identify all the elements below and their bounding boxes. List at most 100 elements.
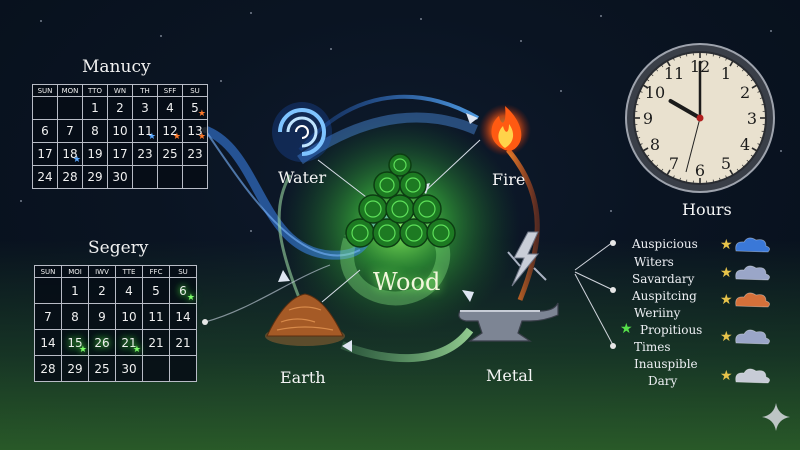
- legend-label: Weriiny: [634, 306, 681, 320]
- wood-to-fire-line: [419, 139, 481, 197]
- legend-line-2: [574, 271, 614, 291]
- clock-tick: [719, 55, 721, 59]
- calendar-day-cell[interactable]: 1: [61, 277, 89, 304]
- calendar-day-cell[interactable]: 17: [32, 142, 58, 166]
- star-cloud-icon: ★: [718, 288, 772, 316]
- calendar-day-cell[interactable]: [132, 165, 158, 189]
- calendar-day-cell[interactable]: 29: [82, 165, 108, 189]
- green-star-icon: ★: [186, 293, 195, 303]
- calendar-header-cell: SU: [169, 265, 197, 278]
- calendar-day-cell[interactable]: [157, 165, 183, 189]
- calendar-day-cell[interactable]: [32, 96, 58, 120]
- calendar-day-cell[interactable]: 30: [107, 165, 133, 189]
- calendar-header-cell: SU: [182, 84, 208, 97]
- calendar-day-cell[interactable]: 15★: [61, 329, 89, 356]
- calendar-day-cell[interactable]: 21: [142, 329, 170, 356]
- calendar2-title: Segery: [88, 238, 149, 258]
- calendar-day-cell[interactable]: 24: [32, 165, 58, 189]
- calendar-day-cell[interactable]: 9: [88, 303, 116, 330]
- green-star-icon: ★: [132, 345, 141, 355]
- clock-tick: [750, 78, 754, 82]
- sparkle-icon: [762, 403, 790, 431]
- calendar-day-cell[interactable]: 4: [115, 277, 143, 304]
- calendar-day-cell[interactable]: 6★: [169, 277, 197, 304]
- clock-tick: [679, 177, 681, 181]
- calendar-day-cell[interactable]: [182, 165, 208, 189]
- metal-label: Metal: [486, 366, 533, 385]
- lightning-icon: [507, 231, 547, 287]
- calendar-day-cell[interactable]: 5: [142, 277, 170, 304]
- clock-hour-hand: [668, 99, 702, 120]
- clock-tick: [725, 57, 728, 61]
- calendar-day-cell[interactable]: 18★: [57, 142, 83, 166]
- calendar-day-cell[interactable]: 7: [57, 119, 83, 143]
- calendar-day-cell[interactable]: 23: [182, 142, 208, 166]
- calendar2-to-wood-flow: [204, 264, 331, 323]
- calendar-day-cell[interactable]: 21: [169, 329, 197, 356]
- fire-star-icon: ★: [172, 132, 181, 142]
- calendar-day-cell[interactable]: 11: [142, 303, 170, 330]
- calendar-day-cell[interactable]: 17: [107, 142, 133, 166]
- calendar-header-cell: SUN: [32, 84, 58, 97]
- clock-numeral: 6: [695, 161, 705, 180]
- calendar-to-water-flow-2: [204, 129, 361, 257]
- star-cloud-icon: ★: [718, 233, 772, 261]
- calendar-day-cell[interactable]: 23: [132, 142, 158, 166]
- calendar-day-cell[interactable]: 8: [82, 119, 108, 143]
- calendar-day-cell[interactable]: 25: [88, 355, 116, 382]
- clock-tick: [741, 164, 745, 168]
- calendar-day-cell[interactable]: 3: [132, 96, 158, 120]
- wood-glow: [280, 115, 520, 335]
- clock-tick: [642, 147, 649, 152]
- calendar-day-cell[interactable]: [34, 277, 62, 304]
- clock-tick: [729, 60, 734, 67]
- calendar-day-cell[interactable]: 1: [82, 96, 108, 120]
- calendar-day-cell[interactable]: 12★: [157, 119, 183, 143]
- calendar-day-cell[interactable]: 8: [61, 303, 89, 330]
- calendar-day-cell[interactable]: 13★: [182, 119, 208, 143]
- calendar-day-cell[interactable]: 4: [157, 96, 183, 120]
- calendar-day-cell[interactable]: 29: [61, 355, 89, 382]
- calendar-header-cell: MOI: [61, 265, 89, 278]
- calendar-day-cell[interactable]: 25: [157, 142, 183, 166]
- calendar-day-cell[interactable]: 5★: [182, 96, 208, 120]
- calendar-day-cell[interactable]: 26: [88, 329, 116, 356]
- calendar-day-cell[interactable]: 11★: [132, 119, 158, 143]
- legend-connector-dot: [610, 343, 616, 349]
- calendar-day-cell[interactable]: 2: [107, 96, 133, 120]
- calendar-day-cell[interactable]: 7: [34, 303, 62, 330]
- legend-label: Propitious: [640, 323, 703, 337]
- calendar-day-cell[interactable]: 30: [115, 355, 143, 382]
- clock-tick: [635, 130, 639, 133]
- clock-tick: [719, 177, 721, 181]
- calendar-day-cell[interactable]: [142, 355, 170, 382]
- calendar-day-cell[interactable]: 2: [88, 277, 116, 304]
- calendar1-title: Manucy: [82, 57, 151, 77]
- clock-tick: [660, 168, 664, 172]
- clock-tick: [759, 137, 763, 139]
- calendar-day-cell[interactable]: 28: [34, 355, 62, 382]
- clock-tick: [646, 78, 650, 82]
- clock-tick: [741, 68, 745, 72]
- clock-tick: [666, 60, 671, 67]
- calendar-day-cell[interactable]: 6: [32, 119, 58, 143]
- earth-to-water-flow: [277, 174, 302, 301]
- clock-numeral: 3: [747, 109, 757, 128]
- calendar-day-cell[interactable]: [57, 96, 83, 120]
- calendar-day-cell[interactable]: 10: [107, 119, 133, 143]
- clock-tick: [750, 154, 754, 158]
- clock-tick: [639, 143, 643, 146]
- water-to-fire-flow-2: [297, 112, 478, 165]
- svg-text:★: ★: [720, 329, 733, 345]
- calendar-day-cell[interactable]: 28: [57, 165, 83, 189]
- calendar-day-cell[interactable]: 14: [169, 303, 197, 330]
- calendar-day-cell[interactable]: 19: [82, 142, 108, 166]
- calendar-day-cell[interactable]: 14: [34, 329, 62, 356]
- fire-star-icon: ★: [197, 109, 206, 119]
- calendar-header-cell: MON: [57, 84, 83, 97]
- hours-label: Hours: [682, 200, 732, 219]
- calendar-day-cell[interactable]: 10: [115, 303, 143, 330]
- calendar-day-cell[interactable]: 21★: [115, 329, 143, 356]
- calendar-day-cell[interactable]: [169, 355, 197, 382]
- clock-tick: [672, 57, 675, 61]
